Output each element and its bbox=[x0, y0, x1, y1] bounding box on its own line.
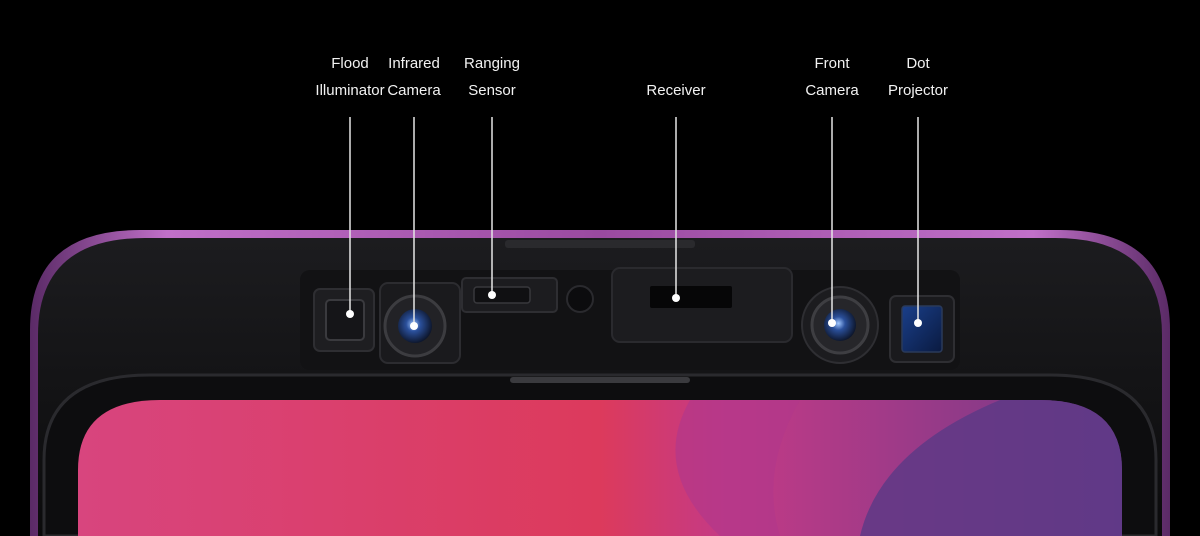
label-line: Sensor bbox=[468, 82, 516, 99]
label-line: Infrared bbox=[388, 55, 440, 72]
label-receiver: Receiver bbox=[646, 77, 705, 104]
screen-wave-shape-right bbox=[860, 400, 1122, 536]
leader-dot-ranging-sensor bbox=[488, 291, 496, 299]
label-line: Front bbox=[814, 55, 850, 72]
top-grille bbox=[505, 240, 695, 248]
label-flood-illuminator: Flood Illuminator bbox=[315, 50, 384, 104]
ambient-sensor bbox=[566, 285, 594, 313]
leader-dot-front-camera bbox=[828, 319, 836, 327]
label-front-camera: Front Camera bbox=[805, 50, 858, 104]
leader-dot-infrared-camera bbox=[410, 322, 418, 330]
label-line: Illuminator bbox=[315, 82, 385, 99]
label-line: Dot bbox=[906, 55, 930, 72]
leader-dot-dot-projector bbox=[914, 319, 922, 327]
leader-lines bbox=[346, 117, 922, 330]
label-infrared-camera: Infrared Camera bbox=[387, 50, 440, 104]
phone-screen bbox=[78, 400, 1122, 536]
bottom-grille bbox=[510, 377, 690, 383]
flood-illuminator-module bbox=[313, 288, 375, 352]
label-line: Ranging bbox=[464, 55, 520, 72]
infrared-camera-module bbox=[379, 282, 461, 364]
dot-projector-module bbox=[889, 295, 955, 363]
label-dot-projector: Dot Projector bbox=[888, 50, 948, 104]
leader-dot-flood-illuminator bbox=[346, 310, 354, 318]
label-line: Receiver bbox=[646, 82, 706, 99]
front-camera-module bbox=[801, 286, 879, 364]
label-line: Camera bbox=[805, 82, 859, 99]
label-line: Camera bbox=[387, 82, 441, 99]
ranging-sensor-module bbox=[461, 277, 558, 313]
receiver-module bbox=[611, 267, 793, 343]
screen-wave-shape bbox=[675, 400, 800, 536]
label-ranging-sensor: Ranging Sensor bbox=[464, 50, 520, 104]
label-line: Flood bbox=[331, 55, 369, 72]
leader-dot-receiver bbox=[672, 294, 680, 302]
label-line: Projector bbox=[887, 82, 949, 99]
